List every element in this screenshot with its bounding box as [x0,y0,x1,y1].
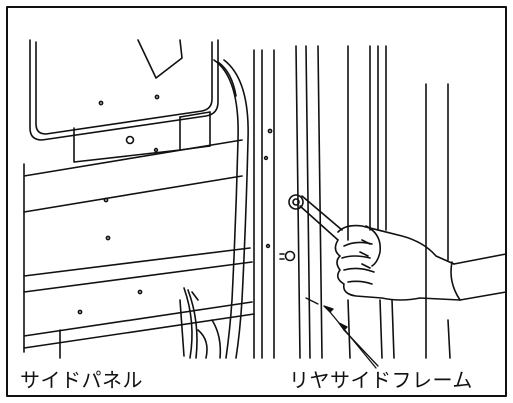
side-panel-drawing [23,39,255,359]
figure-border [6,6,507,397]
leader-lines [305,297,379,369]
hand-wrench-drawing [288,194,507,301]
wire-harness-drawing [179,59,249,359]
rear-frame-drawing [253,45,451,359]
rear-side-frame-label: リヤサイドフレーム [289,368,473,392]
side-panel-label: サイドパネル [20,368,143,392]
